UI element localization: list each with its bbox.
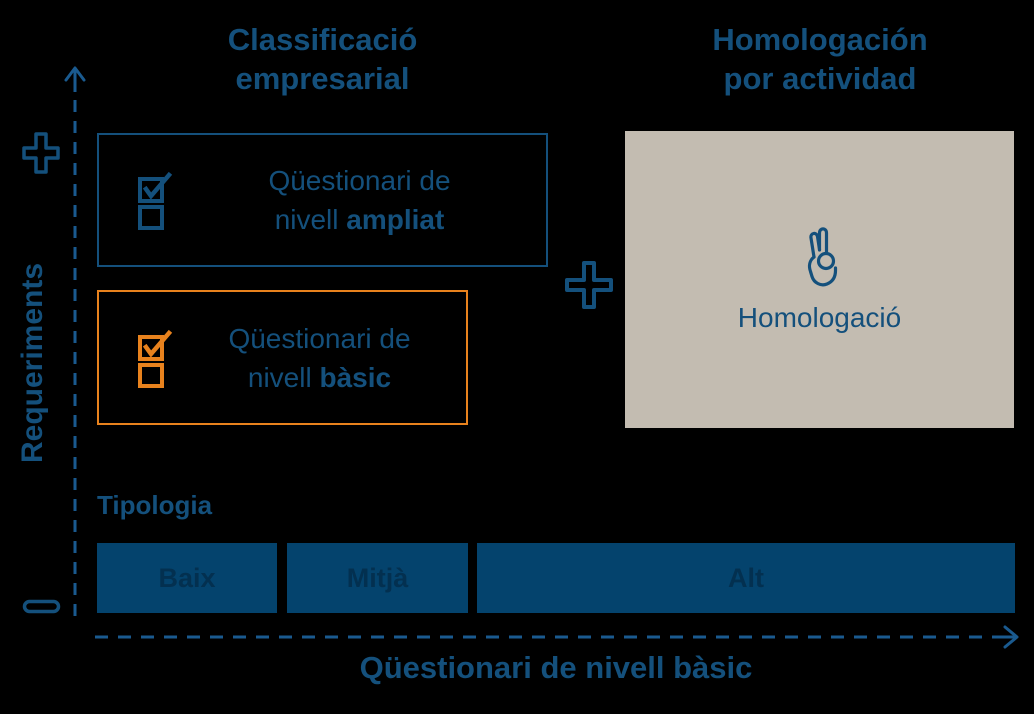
y-axis-arrow-icon: [64, 66, 86, 616]
typology-heading: Tipologia: [97, 490, 213, 520]
plus-icon: [22, 132, 60, 174]
right-column-title: Homologación por actividad: [625, 20, 1015, 98]
checkboxes-icon: [138, 171, 173, 230]
homologation-panel: Homologació: [625, 131, 1014, 428]
typology-bar-medium: Mitjà: [287, 543, 468, 613]
right-title-line1: Homologación: [712, 22, 928, 57]
y-axis-label: Requeriments: [16, 262, 49, 464]
typology-bar-low: Baix: [97, 543, 277, 613]
questionnaire-ampliat-text: Qüestionari de nivell ampliat: [173, 161, 546, 239]
typology-bar-medium-label: Mitjà: [346, 562, 409, 593]
typology-bar-low-label: Baix: [158, 562, 216, 593]
questionnaire-basic-line2: nivell bàsic: [247, 361, 392, 393]
minus-icon: [22, 599, 61, 614]
x-axis-arrow-icon: [95, 625, 1019, 649]
homologation-label: Homologació: [737, 301, 902, 333]
plus-icon: [565, 261, 613, 309]
x-axis-label: Qüestionari de nivell bàsic: [359, 650, 753, 685]
questionnaire-basic-box: Qüestionari de nivell bàsic: [97, 290, 468, 425]
typology-bar-high-label: Alt: [728, 562, 764, 593]
questionnaire-ampliat-line2: nivell ampliat: [274, 204, 445, 235]
questionnaire-basic-text: Qüestionari de nivell bàsic: [173, 319, 466, 397]
ok-hand-icon: [807, 226, 837, 286]
right-title-line2: por actividad: [723, 61, 917, 96]
questionnaire-basic-line1: Qüestionari de: [228, 322, 411, 354]
left-column-title: Classificació empresarial: [97, 20, 548, 98]
checkboxes-icon: [138, 329, 173, 388]
left-title-line2: empresarial: [235, 61, 410, 96]
left-title-line1: Classificació: [227, 22, 418, 57]
typology-bar-high: Alt: [477, 543, 1015, 613]
questionnaire-ampliat-box: Qüestionari de nivell ampliat: [97, 133, 548, 267]
questionnaire-ampliat-line1: Qüestionari de: [268, 165, 451, 196]
